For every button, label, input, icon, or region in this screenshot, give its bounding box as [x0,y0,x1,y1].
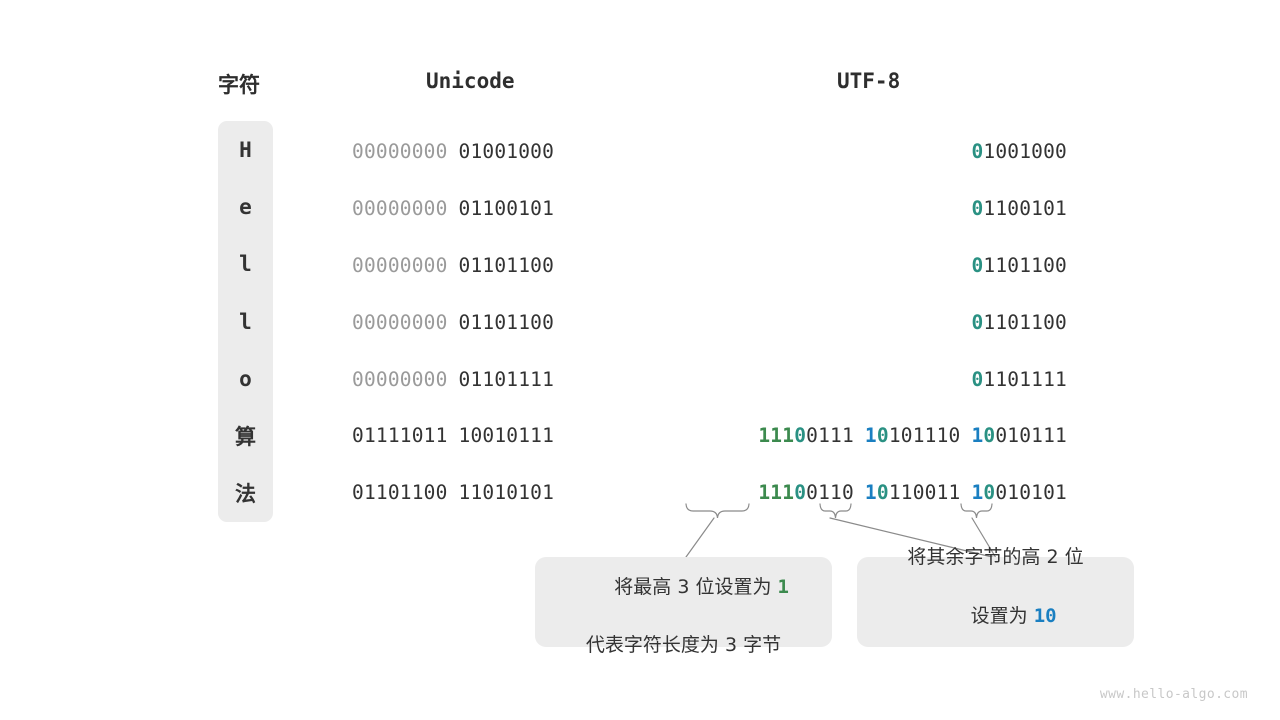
bit-segment-dark: 01101100 [458,253,555,277]
bit-segment-green: 111 [758,480,795,504]
bit-segment-teal: 0 [876,480,889,504]
bit-segment-teal: 0 [876,423,889,447]
bit-segment-blue: 1 [971,423,984,447]
callout-continuation-bits: 将其余字节的高 2 位 设置为 10 [857,546,1134,647]
bit-segment-dark: 11010101 [458,480,555,504]
character-cell: 算 [235,425,256,450]
unicode-bits-row: 00000000 01101100 [352,308,554,336]
bit-segment-dark: 1100101 [983,196,1067,220]
bit-segment-teal: 0 [794,423,807,447]
unicode-bits-row: 00000000 01001000 [352,137,554,165]
bit-segment-dark: 01101100 [458,310,555,334]
unicode-bits-row: 00000000 01101111 [352,365,554,393]
column-header-unicode: Unicode [426,69,515,93]
character-cell: 法 [235,482,256,507]
bit-segment-dark: 10010111 [458,423,555,447]
callout-prefix-line1: 将最高 3 位设置为 1 [578,543,789,631]
unicode-bits-row: 00000000 01100101 [352,194,554,222]
unicode-bits-row: 00000000 01101100 [352,251,554,279]
bit-segment-dark: 01101100 [352,480,448,504]
bit-segment-teal: 0 [971,253,984,277]
bit-segment-teal: 0 [971,139,984,163]
bit-segment-dark: 01100101 [458,196,555,220]
callout-prefix-line1-text: 将最高 3 位设置为 [614,575,778,598]
bit-segment-dark: 1001000 [983,139,1067,163]
watermark: www.hello-algo.com [1099,687,1248,702]
character-cell: e [239,194,252,219]
callout-prefix-highlight: 1 [777,575,789,598]
bit-segment-dark: 010101 [995,480,1067,504]
bit-segment-teal: 0 [794,480,807,504]
bit-segment-teal: 0 [971,367,984,391]
callout-continuation-line2-text: 设置为 [970,605,1034,627]
callout-prefix-line2: 代表字符长度为 3 字节 [585,634,782,657]
bit-segment-dark: 0110 [806,480,854,504]
unicode-bits-row: 01101100 11010101 [352,478,554,506]
bit-segment-dim: 00000000 [352,139,448,163]
callout-continuation-line2: 设置为 10 [934,573,1057,661]
bit-segment-blue: 1 [864,480,877,504]
column-header-character: 字符 [218,73,260,97]
bit-segment-dark: 1101111 [983,367,1067,391]
bit-segment-dark: 0111 [806,423,854,447]
bit-segment-teal: 0 [983,480,996,504]
callout-continuation-highlight: 10 [1033,605,1057,627]
bit-segment-dark: 101110 [888,423,961,447]
character-cell: l [239,309,252,334]
bit-segment-dark: 1101100 [983,310,1067,334]
character-cell: H [239,137,252,162]
bit-segment-dark: 01111011 [352,423,448,447]
bit-segment-teal: 0 [971,196,984,220]
bit-segment-dim: 00000000 [352,310,448,334]
column-header-utf8: UTF-8 [837,69,901,93]
bit-segment-dark: 01001000 [458,139,555,163]
bit-segment-dim: 00000000 [352,367,448,391]
callout-prefix-bits: 将最高 3 位设置为 1 代表字符长度为 3 字节 [535,557,832,656]
bit-segment-teal: 0 [983,423,996,447]
bit-segment-blue: 1 [971,480,984,504]
unicode-bits-row: 01111011 10010111 [352,421,554,449]
bit-segment-dim: 00000000 [352,253,448,277]
callout-continuation-line1: 将其余字节的高 2 位 [907,546,1084,569]
character-cell: o [239,366,252,391]
bit-segment-dark: 1101100 [983,253,1067,277]
bit-segment-green: 111 [758,423,795,447]
bit-segment-dark: 010111 [995,423,1067,447]
bit-segment-dark: 01101111 [458,367,555,391]
bit-segment-blue: 1 [864,423,877,447]
bit-segment-teal: 0 [971,310,984,334]
bit-segment-dim: 00000000 [352,196,448,220]
bit-segment-dark: 110011 [888,480,961,504]
character-cell: l [239,252,252,277]
